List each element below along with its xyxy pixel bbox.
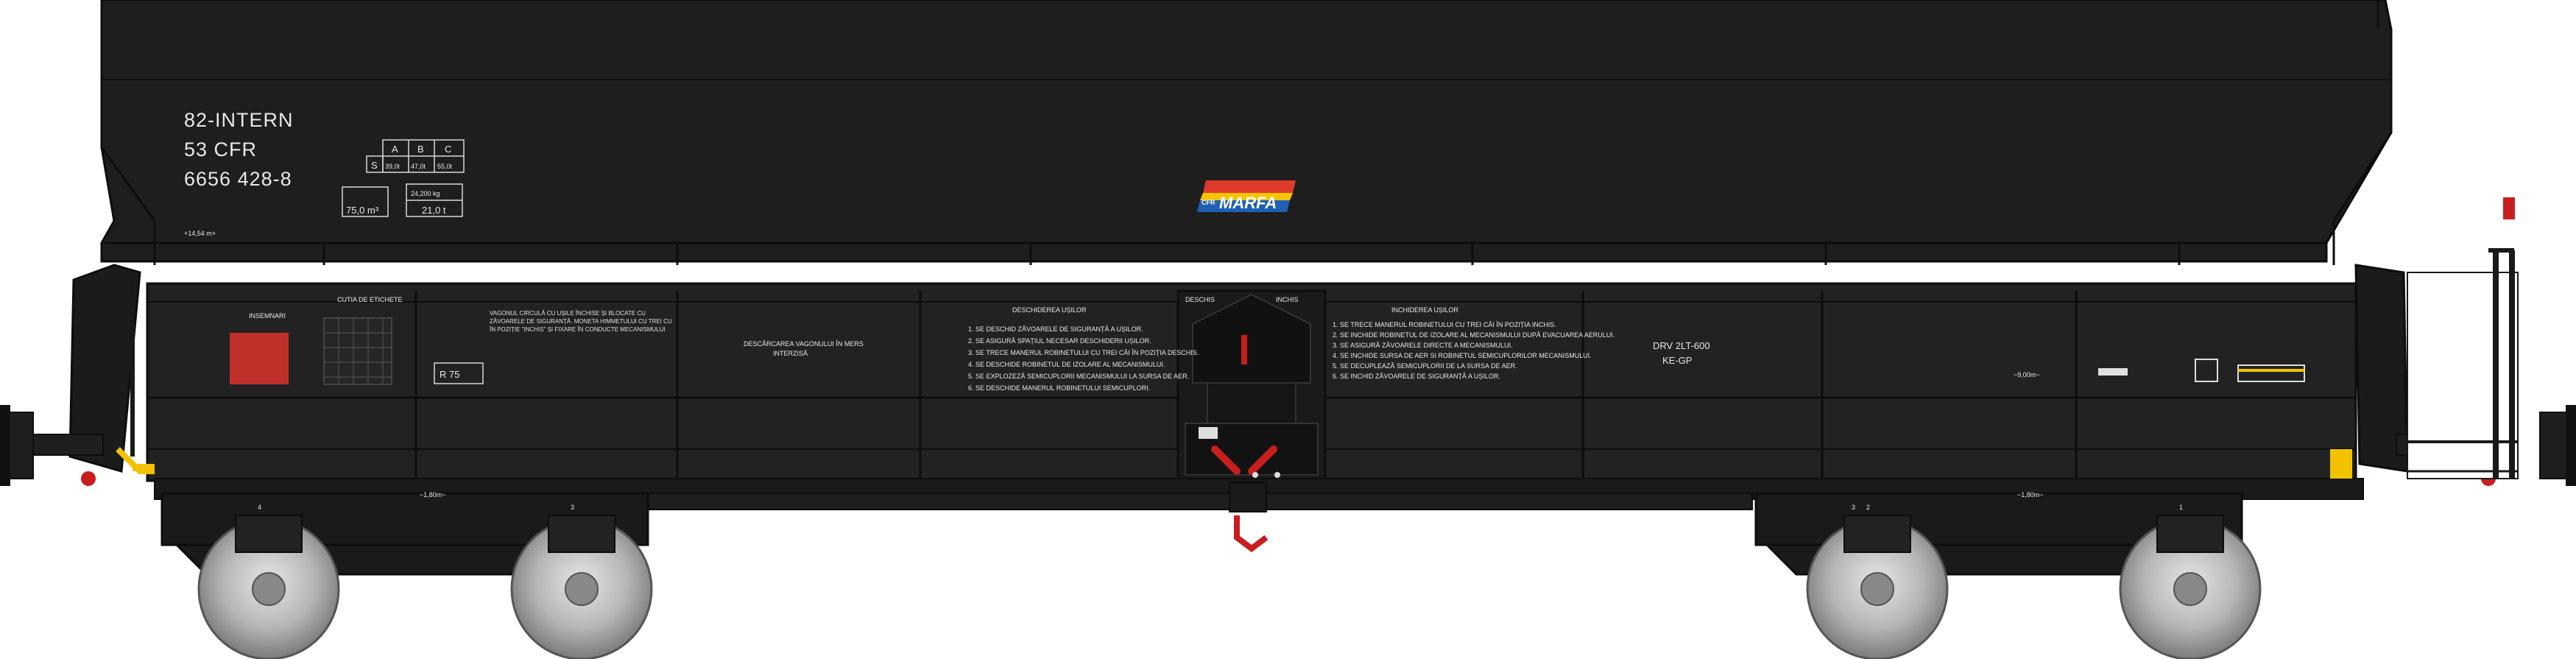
load-header-b: B	[417, 144, 424, 155]
bogie-left-dist: ~1,80m~	[420, 491, 446, 498]
speed-mark: R 75	[440, 369, 459, 380]
open-step: 6. SE DESCHIDE MANERUL ROBINETULUI SEMIC…	[968, 384, 1150, 392]
close-title: INCHIDEREA UȘILOR	[1391, 306, 1459, 314]
label-inchis: INCHIS	[1276, 296, 1299, 303]
label-box-mesh	[324, 318, 392, 384]
load-volume: 75,0 m³	[346, 205, 379, 216]
marfa-logo: CFR MARFA	[1197, 180, 1296, 212]
buffer-left	[0, 405, 155, 486]
label-red-board	[230, 333, 289, 384]
vehicle-text-fo: VAGONUL CIRCULĂ CU UȘILE ÎNCHISE ȘI BLOC…	[490, 310, 672, 333]
coupler-center	[1229, 482, 1267, 512]
open-steps: 1. SE DESCHID ZĂVOARELE DE SIGURANȚĂ A U…	[968, 325, 1199, 392]
open-step: 3. SE TRECE MANERUL ROBINETULUI CU TREI …	[968, 349, 1199, 356]
axle-number: 3	[571, 504, 574, 511]
marking-line-1: 82-INTERN	[184, 109, 294, 131]
roof-panel-ticks	[322, 243, 2181, 265]
mechanism-red-lever-left	[1211, 445, 1241, 475]
marking-line-2: 53 CFR	[184, 138, 257, 161]
axle-number: 3	[1852, 504, 1855, 511]
vehicle-text: VAGONUL CIRCULĂ CU UȘILE ÎNCHISE ȘI BLOC…	[490, 310, 672, 333]
unload-note-2: INTERZISĂ	[773, 350, 808, 357]
bogie-left	[160, 492, 653, 659]
title-label-box: CUTIA DE ETICHETE	[337, 296, 403, 303]
triangle-mark	[2098, 368, 2128, 376]
open-step: 5. SE EXPLOZEZĂ SEMICUPLORII MECANISMULU…	[968, 373, 1189, 380]
close-steps: 1. SE TRECE MANERUL ROBINETULUI CU TREI …	[1333, 321, 1615, 380]
end-platform-right	[2407, 197, 2519, 479]
wheelbase-note: ~9,00m~	[2014, 371, 2040, 378]
length-note: +14,54 m+	[184, 230, 216, 237]
bogie-right	[1754, 492, 2262, 659]
open-step: 4. SE DESCHIDE ROBINETUL DE IZOLARE AL M…	[968, 361, 1165, 368]
load-capacity-bottom: 21,0 t	[422, 205, 446, 216]
open-step: 2. SE ASIGURĂ SPAȚIUL NECESAR DESCHIDERI…	[968, 337, 1151, 345]
open-title: DESCHIDEREA UȘILOR	[1012, 306, 1087, 314]
coupler-hook	[1234, 515, 1268, 552]
title-insemnari: INSEMNARI	[249, 312, 286, 320]
load-row-label: S	[371, 160, 378, 171]
close-step: 1. SE TRECE MANERUL ROBINETULUI CU TREI …	[1333, 321, 1556, 328]
label-deschis: DESCHIS	[1185, 296, 1215, 303]
load-table: A B C S 39,0t 47,0t 55,0t 75,0 m³ 24,200…	[342, 139, 465, 217]
hopper-right-slope	[2332, 132, 2393, 265]
marking-line-3: 6656 428-8	[184, 168, 292, 190]
axle-number: 4	[258, 504, 261, 511]
open-step: 1. SE DESCHID ZĂVOARELE DE SIGURANȚĂ A U…	[968, 325, 1143, 333]
load-value-b: 47,0t	[411, 163, 426, 170]
hopper-left-slope	[100, 147, 156, 265]
brake-code-2: KE-GP	[1662, 355, 1692, 366]
load-header-a: A	[392, 144, 398, 155]
close-step: 5. SE DECUPLEAZĂ SEMICUPLORII DE LA SURS…	[1333, 362, 1517, 370]
hopper-roof	[100, 0, 2393, 263]
close-step: 6. SE INCHID ZĂVOARELE DE SIGURANȚĂ A UȘ…	[1333, 373, 1500, 380]
unload-note-1: DESCĂRCAREA VAGONULUI ÎN MERS	[744, 340, 864, 348]
axle-number: 2	[1866, 504, 1870, 511]
mechanism-red-indicator	[1241, 335, 1247, 364]
label-box	[323, 317, 392, 385]
mechanism-red-lever-right	[1248, 445, 1277, 475]
close-step: 4. SE INCHIDE SURSA DE AER SI ROBINETUL …	[1333, 352, 1592, 359]
end-wall-left	[68, 264, 141, 473]
logo-text: MARFA	[1219, 194, 1277, 212]
axle-number: 1	[2179, 504, 2183, 511]
logo-prefix: CFR	[1201, 199, 1215, 206]
door-mechanism	[1176, 289, 1327, 484]
close-step: 2. SE INCHIDE ROBINETUL DE IZOLARE AL ME…	[1333, 331, 1615, 339]
underframe-center	[647, 493, 1753, 510]
load-value-a: 39,0t	[385, 163, 400, 170]
load-header-c: C	[445, 144, 451, 155]
brake-code-1: DRV 2LT-600	[1653, 340, 1710, 351]
load-capacity-top: 24,200 kg	[411, 190, 440, 197]
close-step: 3. SE ASIGURĂ ZĂVOARELE DIRECTE A MECANI…	[1333, 342, 1513, 349]
right-placard	[2195, 359, 2305, 382]
bogie-right-dist: ~1,80m~	[2017, 491, 2044, 498]
load-value-c: 55,0t	[437, 163, 453, 170]
